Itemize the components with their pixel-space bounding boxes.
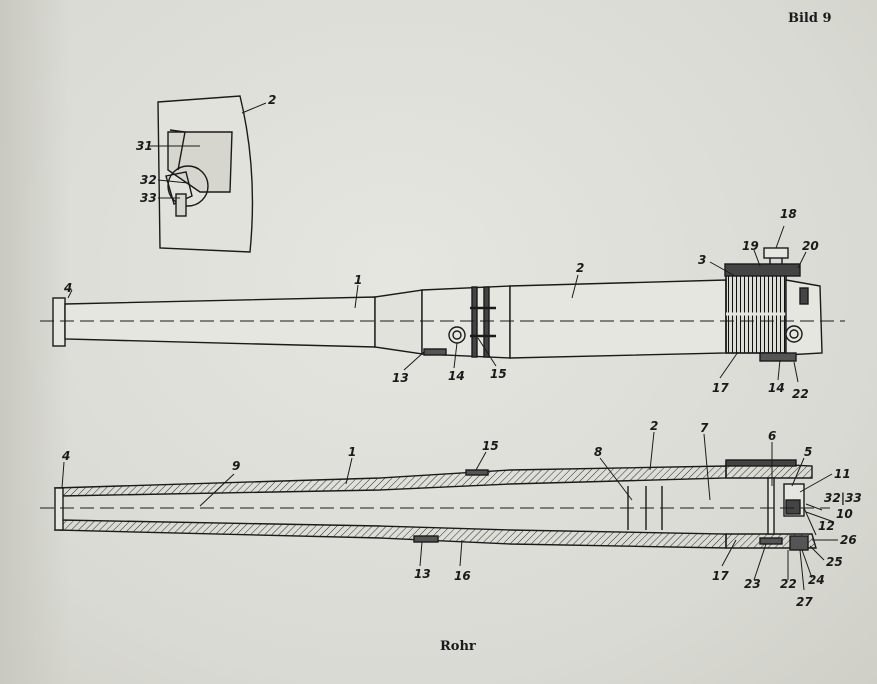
label-2: 2 bbox=[268, 93, 276, 107]
label-16: 16 bbox=[454, 569, 471, 583]
label-4: 4 bbox=[61, 449, 70, 463]
label-33: 33 bbox=[140, 191, 157, 205]
label-22: 22 bbox=[792, 387, 809, 401]
label-19: 19 bbox=[742, 239, 759, 253]
label-6: 6 bbox=[768, 429, 776, 443]
label-2: 2 bbox=[576, 261, 584, 275]
label-12: 12 bbox=[818, 519, 835, 533]
label-27: 27 bbox=[796, 595, 813, 609]
label-4: 4 bbox=[63, 281, 72, 295]
label-8: 8 bbox=[594, 445, 602, 459]
label-3: 3 bbox=[698, 253, 706, 267]
label-14: 14 bbox=[448, 369, 465, 383]
label-1: 1 bbox=[348, 445, 356, 459]
label-32-33: 32|33 bbox=[824, 491, 862, 505]
detail-view bbox=[150, 95, 267, 253]
label-5: 5 bbox=[804, 445, 812, 459]
exterior-view bbox=[40, 225, 845, 383]
label-2: 2 bbox=[650, 419, 658, 433]
label-18: 18 bbox=[780, 207, 797, 221]
section-view bbox=[40, 431, 838, 591]
caption: Rohr bbox=[440, 639, 476, 654]
detail-labels: 2 31 32 33 bbox=[136, 93, 276, 205]
label-23: 23 bbox=[744, 577, 761, 591]
label-14: 14 bbox=[768, 381, 785, 395]
label-20: 20 bbox=[802, 239, 819, 253]
label-13: 13 bbox=[414, 567, 431, 581]
label-17: 17 bbox=[712, 381, 729, 395]
label-10: 10 bbox=[836, 507, 853, 521]
page-label: Bild 9 bbox=[788, 11, 832, 26]
label-17: 17 bbox=[712, 569, 729, 583]
label-13: 13 bbox=[392, 371, 409, 385]
label-25: 25 bbox=[826, 555, 843, 569]
label-11: 11 bbox=[834, 467, 851, 481]
label-1: 1 bbox=[354, 273, 362, 287]
label-15: 15 bbox=[482, 439, 499, 453]
label-26: 26 bbox=[840, 533, 857, 547]
label-7: 7 bbox=[700, 421, 709, 435]
label-24: 24 bbox=[808, 573, 825, 587]
label-9: 9 bbox=[232, 459, 240, 473]
label-22: 22 bbox=[780, 577, 797, 591]
label-32: 32 bbox=[140, 173, 157, 187]
section-labels: 4 9 1 15 8 2 7 6 5 11 32|33 10 12 26 25 … bbox=[61, 419, 862, 609]
label-15: 15 bbox=[490, 367, 507, 381]
exterior-labels: 4 1 2 3 19 18 20 13 14 15 17 14 22 bbox=[63, 207, 819, 401]
label-31: 31 bbox=[136, 139, 153, 153]
